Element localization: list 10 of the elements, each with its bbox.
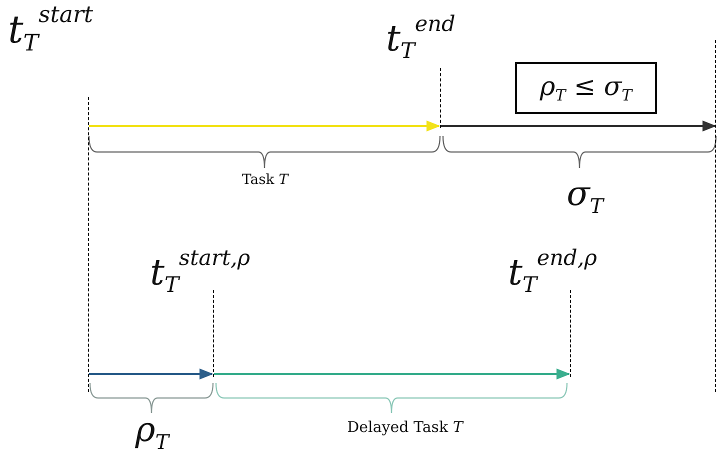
timeline-arrow [89,120,440,132]
timeline-arrow [89,368,214,380]
timeline-arrow [214,368,570,380]
brace-label: σ$_{T}$ [566,174,604,218]
brace-label: Delayed Task T [347,418,463,436]
brace-label: Task T [242,172,288,188]
timeline-arrow [441,120,716,132]
dashed-end-line [715,40,717,392]
condition-box: ρ$_{T}$ ≤ σ$_{T}$ [515,62,657,114]
brace-label: ρ$_{T}$ [135,410,169,454]
